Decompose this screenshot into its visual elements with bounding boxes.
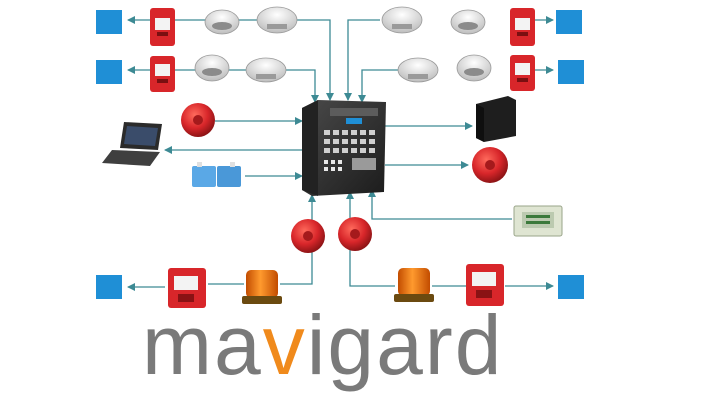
alarm-bell-right — [472, 147, 508, 183]
logo-part-after: igard — [307, 300, 504, 392]
horn-strobe-right-2 — [510, 55, 535, 91]
arrow-row2-left-to-panel — [175, 69, 319, 103]
logo-accent-letter: v — [263, 300, 307, 392]
module-box-left-2 — [96, 60, 122, 84]
horn-strobe-bottom-right — [466, 264, 504, 306]
remote-annunciator — [513, 205, 563, 237]
detector-l2-1 — [194, 54, 230, 82]
module-box-right-2 — [558, 60, 584, 84]
detector-tr-2 — [450, 9, 486, 35]
server-cabinet — [476, 96, 516, 142]
detector-l2-2 — [245, 57, 287, 83]
horn-strobe-top-left — [150, 8, 175, 46]
logo-part-before: ma — [142, 300, 263, 392]
horn-strobe-bottom-left — [168, 268, 206, 308]
connector-lines — [127, 16, 554, 291]
module-box-top-left — [96, 10, 122, 34]
detector-tl-2 — [256, 6, 298, 34]
battery-pack — [192, 162, 241, 187]
laptop — [102, 122, 162, 166]
detector-r2-2 — [456, 54, 492, 82]
detector-tl-1 — [204, 9, 240, 35]
beacon-left — [242, 270, 282, 304]
module-box-bottom-right — [558, 275, 584, 299]
arrow-row2-right-to-panel — [358, 69, 400, 103]
alarm-bell-bottom-left — [291, 219, 325, 253]
arrow-row1-right-to-panel — [344, 19, 380, 101]
arrow-annunciator-to-panel — [368, 189, 512, 220]
detector-r2-1 — [397, 57, 439, 83]
module-box-bottom-left — [96, 275, 122, 299]
mavigard-logo: mavigard — [142, 300, 504, 392]
module-boxes — [96, 10, 584, 299]
horn-strobe-left-2 — [150, 56, 175, 92]
alarm-bell-left — [181, 103, 215, 137]
detector-tr-1 — [381, 6, 423, 34]
horn-strobe-top-right — [510, 8, 535, 46]
fire-alarm-control-panel — [302, 100, 386, 196]
beacon-right — [394, 268, 434, 302]
module-box-top-right — [556, 10, 582, 34]
alarm-bell-bottom-right — [338, 217, 372, 251]
line-bell-to-beacon-left — [280, 250, 313, 285]
logo-wordmark: mavigard — [142, 300, 504, 392]
line-bell-to-beacon-right — [349, 250, 395, 287]
